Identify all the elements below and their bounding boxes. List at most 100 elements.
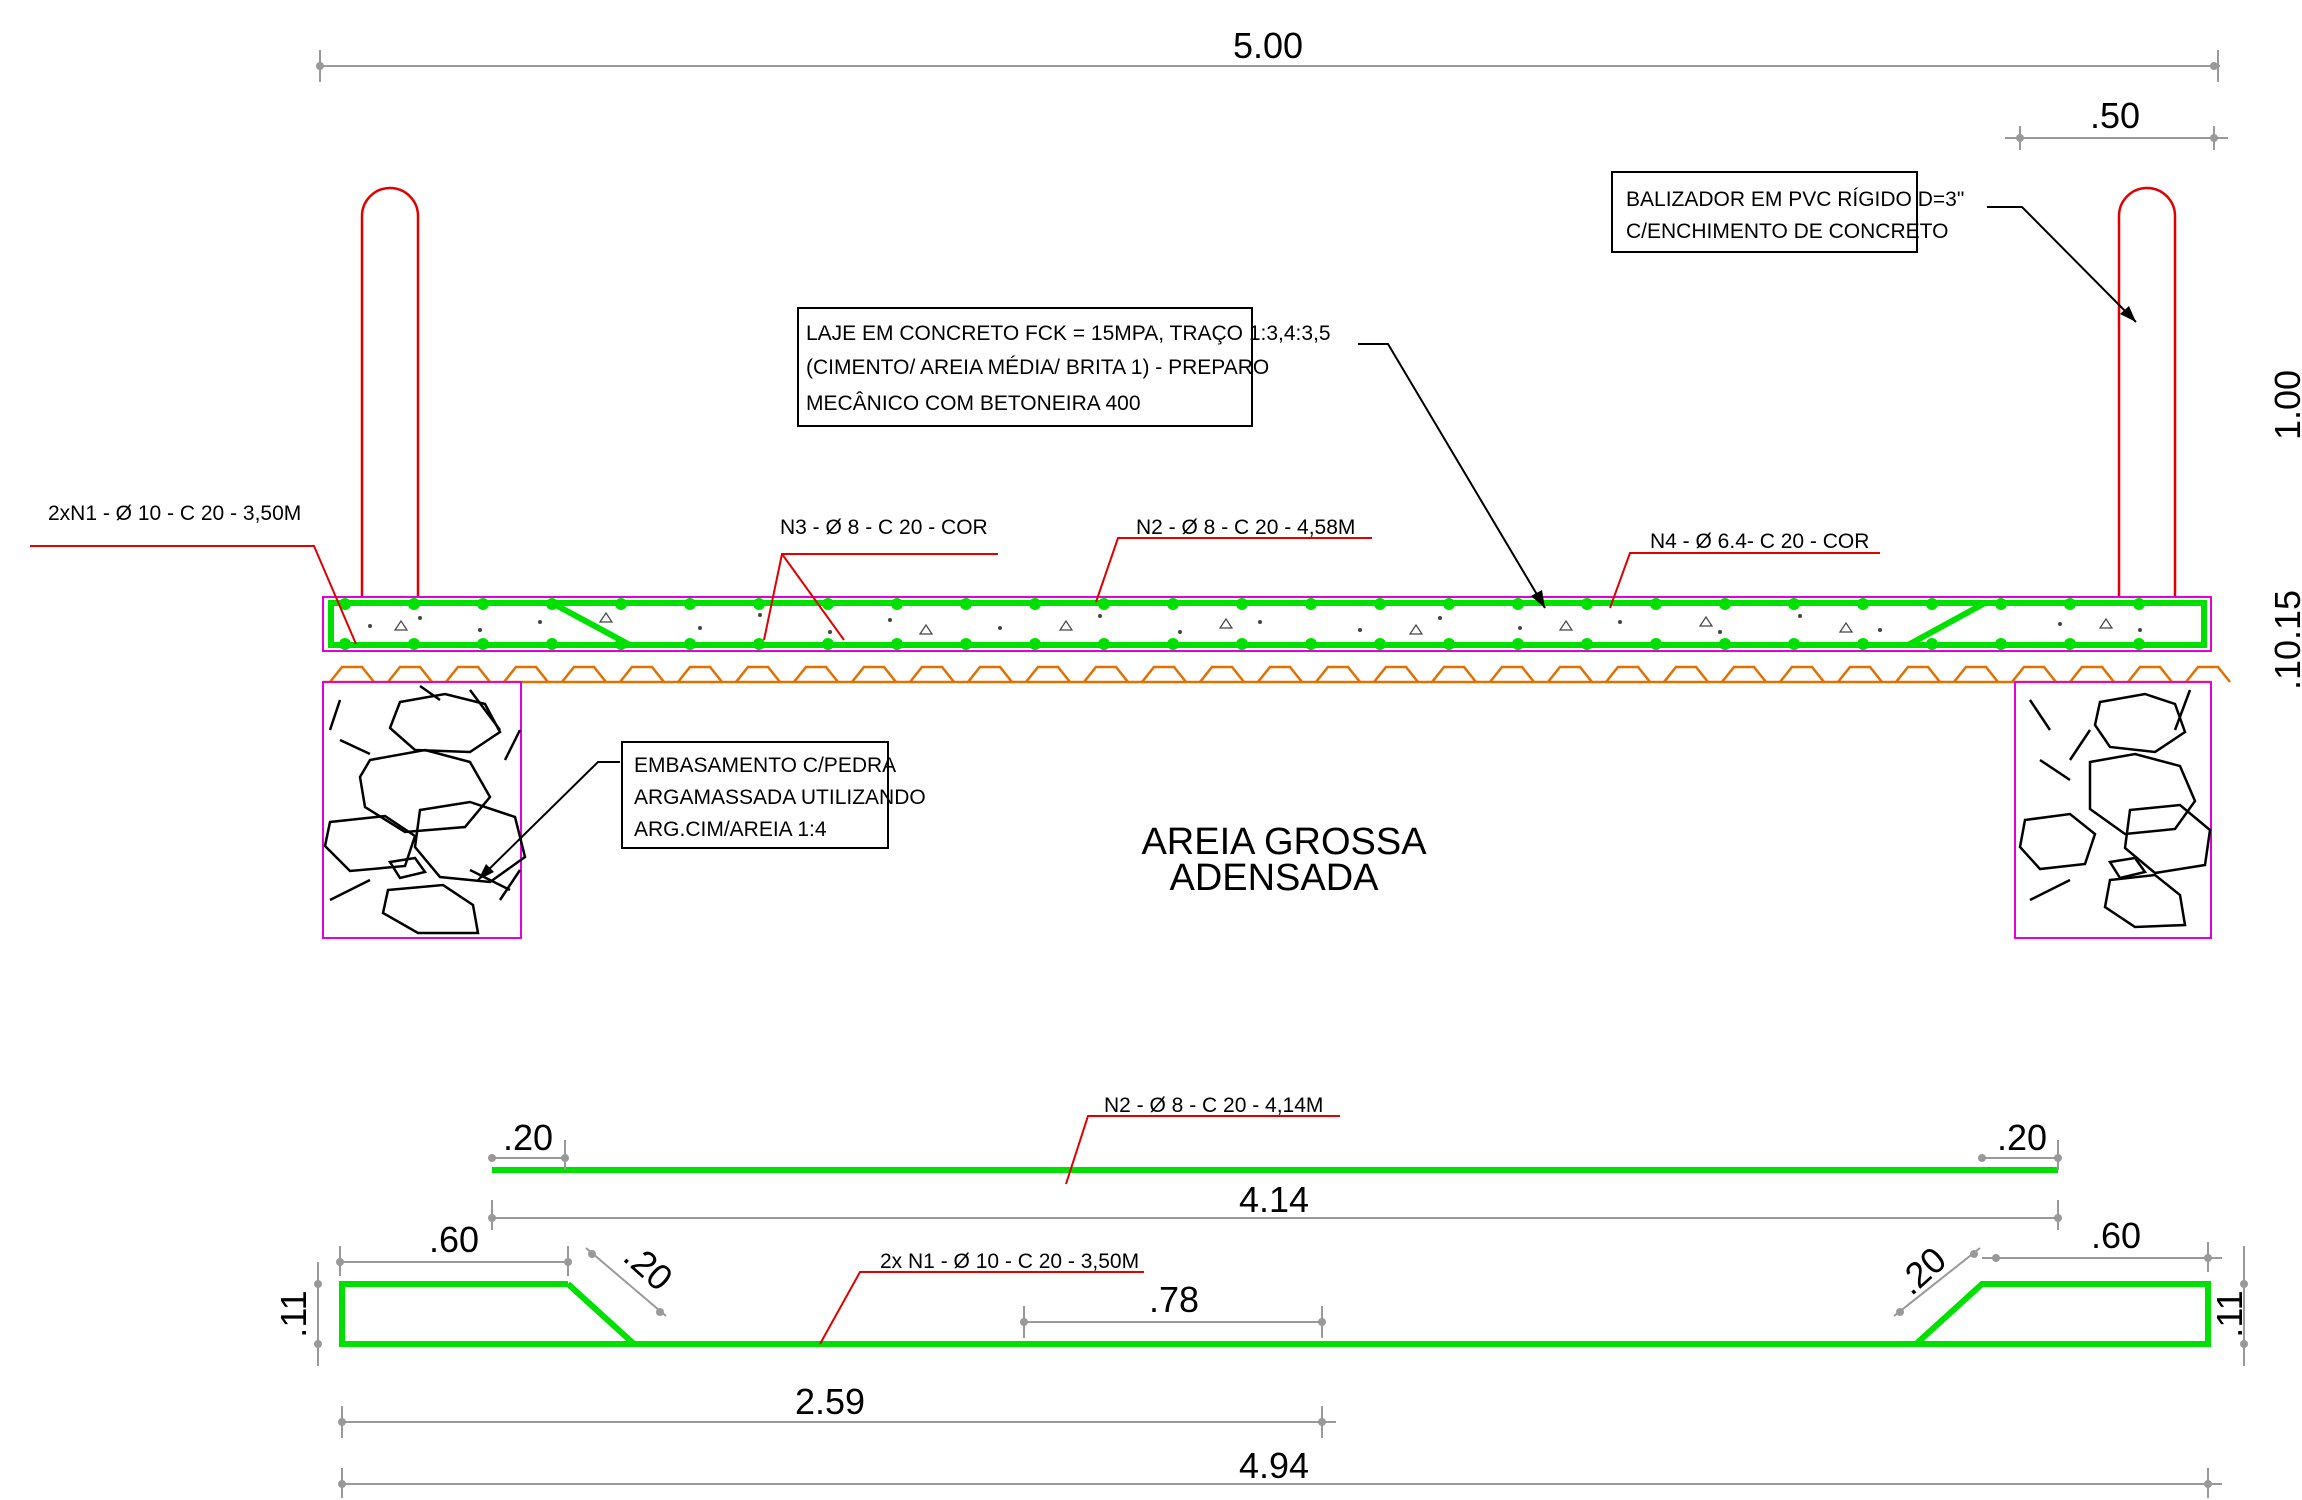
rebar-dot [1029,638,1041,650]
detail-n1-left-diag: .20 [616,1235,681,1299]
detail-n1-total: 4.94 [1239,1445,1309,1486]
dim-right-vertical: 1.00 .10.15 [2267,370,2302,690]
detail-n1-left-top: .60 [429,1219,479,1260]
rebar-dot [1512,598,1524,610]
label-n1-text: 2xN1 - Ø 10 - C 20 - 3,50M [48,502,301,525]
rebar-dot [1857,598,1869,610]
rebar-dot [477,598,489,610]
rebar-dot [1098,598,1110,610]
label-n4-text: N4 - Ø 6.4- C 20 - COR [1650,530,1869,553]
note-embasamento: EMBASAMENTO C/PEDRA ARGAMASSADA UTILIZAN… [477,741,926,881]
rebar-dot [2064,598,2076,610]
rebar-dot [477,638,489,650]
dim-bollard-offset-label: .50 [2090,95,2140,136]
note-embasamento-line3: ARG.CIM/AREIA 1:4 [634,818,827,841]
soil-label: AREIA GROSSA ADENSADA [1141,821,1427,899]
rebar-dot [1029,598,1041,610]
rebar-dot [1305,638,1317,650]
rebar-dot [1581,638,1593,650]
dim-total-width-label: 5.00 [1233,25,1303,66]
note-laje-line2: (CIMENTO/ AREIA MÉDIA/ BRITA 1) - PREPAR… [806,356,1269,379]
bollard-right [2117,186,2177,598]
footing-right [2014,681,2212,939]
dim-bollard-height-label: 1.00 [2267,370,2302,440]
rebar-dot [1098,638,1110,650]
detail-n1-right-diag: .20 [1889,1239,1954,1303]
detail-n1-mid: .78 [1149,1279,1199,1320]
rebar-dot [615,638,627,650]
note-laje: LAJE EM CONCRETO FCK = 15MPA, TRAÇO 1:3,… [797,307,1546,609]
rebar-dot [891,638,903,650]
label-n2-text: N2 - Ø 8 - C 20 - 4,58M [1136,516,1355,539]
note-balizador: BALIZADOR EM PVC RÍGIDO D=3" C/ENCHIMENT… [1611,171,2137,323]
detail-n1-right-height: .11 [2209,1290,2250,1337]
dim-bollard-offset: .50 [2005,95,2228,150]
rebar-dot [2133,598,2145,610]
soil-label-line1: AREIA GROSSA [1141,821,1427,863]
rebar-dot [546,598,558,610]
rebar-dot [2133,638,2145,650]
rebar-dot [1650,598,1662,610]
rebar-dot [339,638,351,650]
footing-left [322,681,527,939]
note-laje-line3: MECÂNICO COM BETONEIRA 400 [806,392,1141,415]
detail-n1-half: 2.59 [795,1381,865,1422]
rebar-dot [1167,638,1179,650]
rebar-dot [822,638,834,650]
rebar-dot [1788,638,1800,650]
soil-label-line2: ADENSADA [1169,857,1379,899]
rebar-dot [1305,598,1317,610]
rebar-dot [615,598,627,610]
rebar-dot [1926,598,1938,610]
dim-total-width: 5.00 [316,25,2220,82]
formwork-layer [323,665,2231,684]
rebar-dot [684,598,696,610]
rebar-dot [1719,598,1731,610]
rebar-dot [1374,598,1386,610]
bollard-left [360,186,420,598]
detail-n2-hook-right: .20 [1997,1117,2047,1158]
rebar-dot [546,638,558,650]
detail-n1: 2x N1 - Ø 10 - C 20 - 3,50M .60 .60 .20 … [273,1215,2250,1498]
rebar-dot [753,598,765,610]
rebar-dot [684,638,696,650]
rebar-dot [1926,638,1938,650]
note-embasamento-line2: ARGAMASSADA UTILIZANDO [634,786,926,809]
rebar-dot [1650,638,1662,650]
rebar-dot [753,638,765,650]
dim-slab-thickness-label: .10.15 [2267,590,2302,690]
rebar-dot [1995,598,2007,610]
label-n3-text: N3 - Ø 8 - C 20 - COR [780,516,988,539]
label-n4: N4 - Ø 6.4- C 20 - COR [1609,530,1880,609]
detail-n2-label: N2 - Ø 8 - C 20 - 4,14M [1104,1094,1323,1117]
rebar-dot [408,598,420,610]
rebar-dot [1443,598,1455,610]
note-laje-line1: LAJE EM CONCRETO FCK = 15MPA, TRAÇO 1:3,… [806,322,1331,345]
detail-n1-label: 2x N1 - Ø 10 - C 20 - 3,50M [880,1250,1139,1273]
rebar-cross-sections [339,598,2145,650]
note-balizador-line2: C/ENCHIMENTO DE CONCRETO [1626,220,1948,243]
label-n2: N2 - Ø 8 - C 20 - 4,58M [1095,516,1372,603]
rebar-dot [1443,638,1455,650]
concrete-slab [322,596,2212,652]
rebar-dot [339,598,351,610]
rebar-dot [1719,638,1731,650]
detail-n1-left-height: .11 [273,1290,314,1337]
detail-n1-right-top: .60 [2091,1215,2141,1256]
label-n1: 2xN1 - Ø 10 - C 20 - 3,50M [30,502,357,645]
rebar-dot [960,598,972,610]
rebar-dot [408,638,420,650]
rebar-dot [1374,638,1386,650]
rebar-dot [822,598,834,610]
rebar-dot [1857,638,1869,650]
rebar-dot [1236,598,1248,610]
rebar-dot [2064,638,2076,650]
rebar-dot [1167,598,1179,610]
rebar-dot [960,638,972,650]
label-n3: N3 - Ø 8 - C 20 - COR [763,516,998,641]
rebar-dot [1995,638,2007,650]
concrete-aggregate [368,613,2142,634]
rebar-dot [1581,598,1593,610]
rebar-dot [891,598,903,610]
